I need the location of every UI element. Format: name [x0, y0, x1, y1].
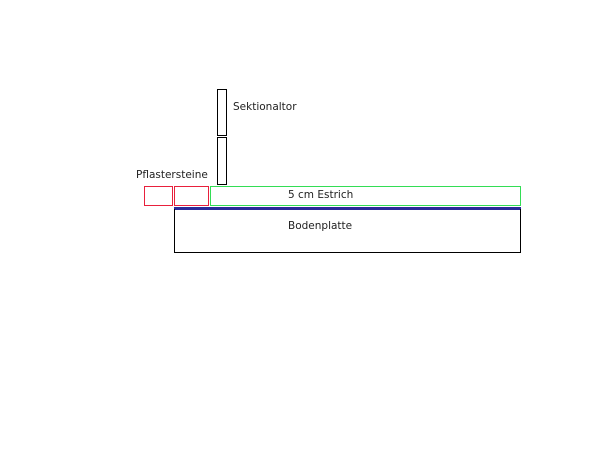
membrane-line — [174, 207, 521, 210]
pavers-label: Pflastersteine — [136, 169, 208, 181]
paver-2 — [174, 186, 209, 206]
slab — [174, 209, 521, 253]
screed-layer — [210, 186, 521, 206]
screed-label: 5 cm Estrich — [288, 189, 354, 201]
door-label: Sektionaltor — [233, 101, 297, 113]
paver-1 — [144, 186, 173, 206]
door-panel-upper — [217, 89, 227, 136]
slab-label: Bodenplatte — [288, 220, 353, 232]
door-panel-lower — [217, 137, 227, 185]
